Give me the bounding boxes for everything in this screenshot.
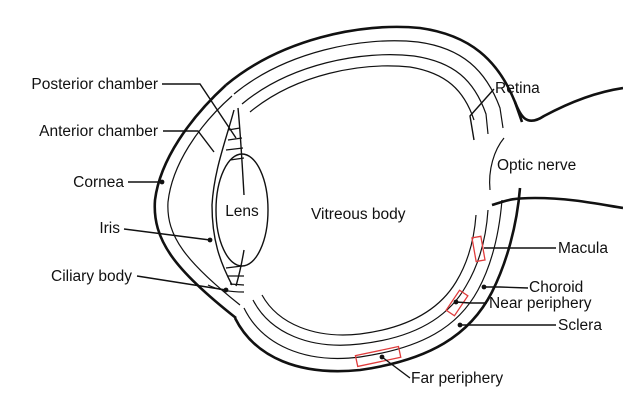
- label-vitreous-body: Vitreous body: [311, 206, 406, 223]
- leader-lines: [124, 84, 556, 378]
- leader-retina: [470, 89, 494, 140]
- label-cornea: Cornea: [73, 174, 124, 191]
- leader-choroid: [484, 287, 528, 288]
- label-sclera: Sclera: [558, 317, 602, 334]
- eye-wall: [226, 27, 522, 371]
- label-ciliary-body: Ciliary body: [51, 268, 132, 285]
- label-optic-nerve: Optic nerve: [497, 157, 576, 174]
- leader-near-periphery: [456, 302, 487, 303]
- label-near-periphery: Near periphery: [489, 295, 592, 312]
- label-far-periphery: Far periphery: [411, 370, 503, 387]
- leader-iris: [124, 229, 210, 240]
- leader-anterior-chamber: [163, 131, 214, 152]
- leader-ciliary-body: [137, 276, 226, 290]
- highlight-boxes: [355, 236, 485, 366]
- label-anterior-chamber: Anterior chamber: [39, 123, 158, 140]
- retina-outline: [242, 55, 488, 346]
- cornea: [155, 85, 240, 318]
- iris-ciliary: [208, 108, 244, 292]
- retina-inner: [250, 66, 476, 335]
- text-labels: Posterior chamber Anterior chamber Corne…: [31, 76, 608, 387]
- label-retina: Retina: [495, 80, 540, 97]
- label-posterior-chamber: Posterior chamber: [31, 76, 158, 93]
- label-macula: Macula: [558, 240, 608, 257]
- label-choroid: Choroid: [529, 279, 583, 296]
- sclera-outline: [226, 27, 522, 371]
- label-iris: Iris: [99, 220, 120, 237]
- label-lens: Lens: [225, 203, 259, 220]
- optic-nerve: [490, 88, 623, 208]
